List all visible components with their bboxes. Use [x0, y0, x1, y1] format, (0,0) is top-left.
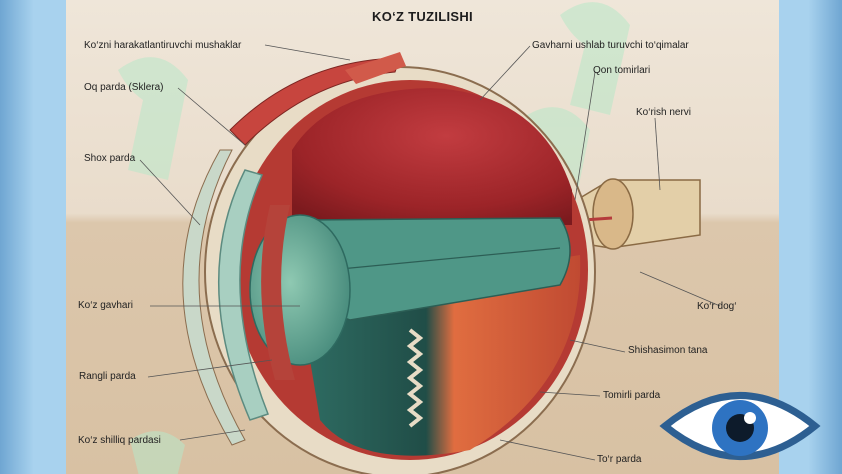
label-ciliary: Gavharni ushlab turuvchi to‘qimalar	[532, 40, 689, 51]
diagram-title: KO‘Z TUZILISHI	[372, 9, 473, 24]
label-retina: To‘r parda	[597, 454, 642, 465]
label-cornea: Shox parda	[84, 153, 136, 164]
eyeball	[182, 52, 596, 474]
label-optic-nerve: Ko‘rish nervi	[636, 107, 692, 118]
label-blind-spot: Ko‘r dog‘	[697, 301, 737, 312]
label-muscles: Ko‘zni harakatlantiruvchi mushaklar	[84, 40, 242, 51]
label-sclera: Oq parda (Sklera)	[84, 82, 164, 93]
vitreous-body	[292, 88, 572, 225]
label-lens: Ko‘z gavhari	[78, 300, 134, 311]
label-conjunctiva: Ko‘z shilliq pardasi	[78, 435, 161, 446]
eye-icon	[659, 392, 821, 460]
label-iris: Rangli parda	[79, 371, 136, 382]
label-vitreous: Shishasimon tana	[628, 345, 708, 356]
leader-lines	[139, 44, 721, 461]
optic-nerve	[554, 178, 701, 250]
label-choroid: Tomirli parda	[603, 390, 661, 401]
label-vessels: Qon tomirlari	[593, 65, 651, 76]
